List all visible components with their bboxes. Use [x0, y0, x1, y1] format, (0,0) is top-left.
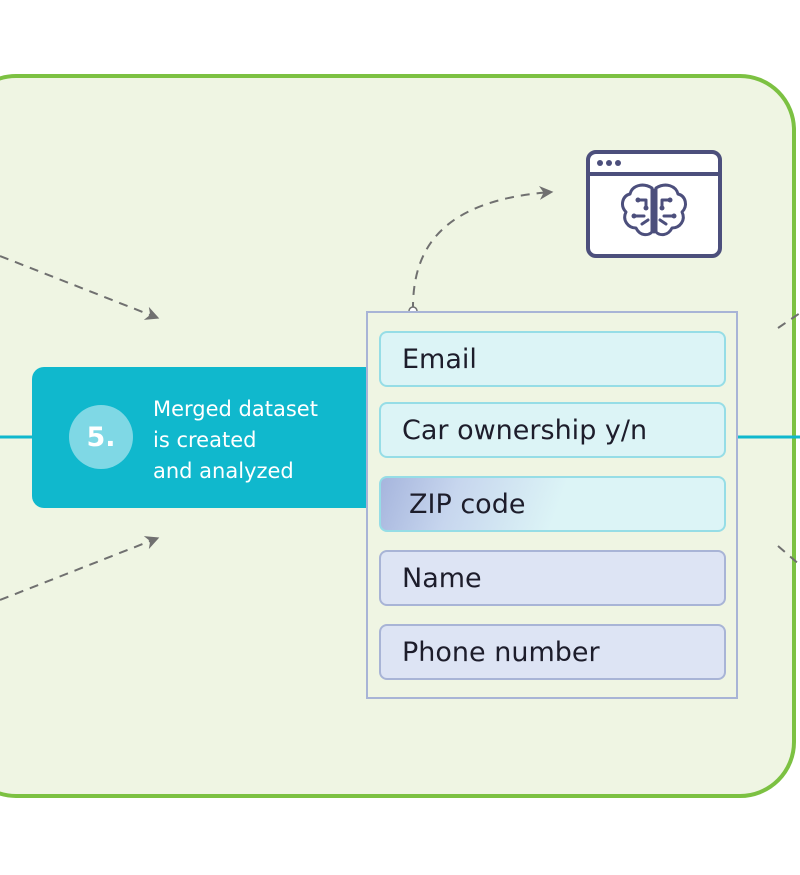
outgoing-arrow-top	[777, 312, 800, 329]
field-car-ownership: Car ownership y/n	[379, 402, 726, 458]
analysis-arrow	[411, 185, 554, 312]
step-description-line-3: and analyzed	[153, 459, 294, 483]
step-5-box: 5. Merged dataset is created and analyze…	[32, 367, 389, 508]
merged-dataset-table: Email Car ownership y/n ZIP code Name Ph…	[366, 311, 738, 699]
field-email: Email	[379, 331, 726, 387]
step-number-badge: 5.	[69, 405, 133, 469]
outgoing-arrow-bottom	[777, 545, 800, 566]
step-description: Merged dataset is created and analyzed	[153, 394, 318, 487]
field-phone-number: Phone number	[379, 624, 726, 680]
ai-brain-window-icon	[586, 150, 722, 258]
incoming-arrow-bottom	[0, 536, 160, 601]
step-description-line-2: is created	[153, 428, 257, 452]
incoming-arrow-top	[0, 255, 160, 320]
step-description-line-1: Merged dataset	[153, 397, 318, 421]
field-name: Name	[379, 550, 726, 606]
field-zip-code: ZIP code	[379, 476, 726, 532]
